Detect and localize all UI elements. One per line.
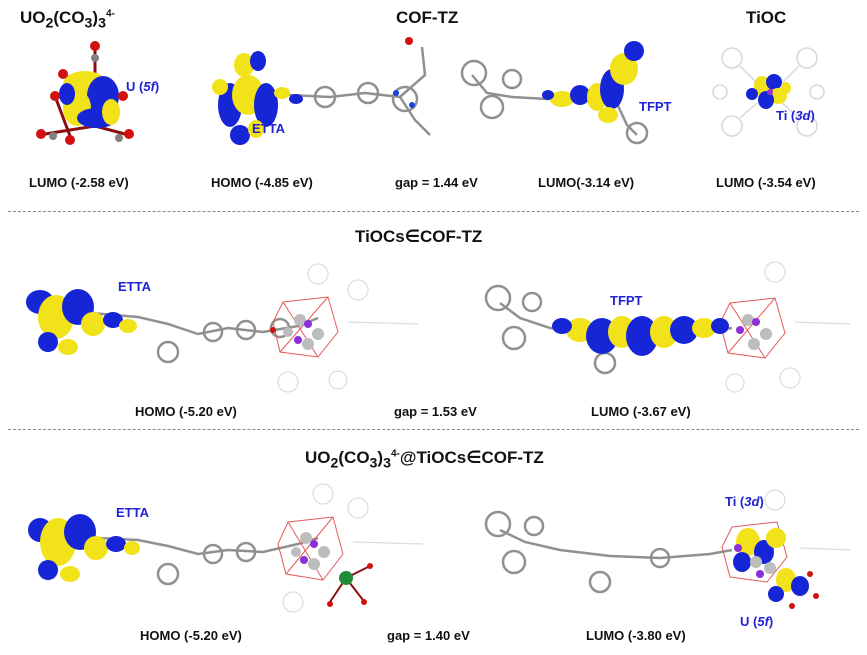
etta-label-top: ETTA <box>252 121 285 136</box>
uranyl-lumo-energy: LUMO (-2.58 eV) <box>29 175 129 190</box>
cof-tz-homo-orbital <box>212 37 431 145</box>
tiocs-cof-lumo-orbital <box>484 261 851 393</box>
uranyl-carbonate-lumo-orbital <box>36 41 134 145</box>
uranium-5f-label-bottom: U (5f) <box>740 614 774 629</box>
bottom-gap-value: gap = 1.40 eV <box>387 628 470 643</box>
middle-lumo-energy: LUMO (-3.67 eV) <box>591 404 691 419</box>
uranyl-tiocs-cof-title: UO2(CO3)34-@TiOCs∈COF-TZ <box>305 448 544 472</box>
divider-top <box>8 211 859 212</box>
bottom-lumo-energy: LUMO (-3.80 eV) <box>586 628 686 643</box>
titanium-3d-label-bottom: Ti (3d) <box>725 494 764 509</box>
cof-tz-title: COF-TZ <box>396 8 459 27</box>
etta-label-bottom: ETTA <box>116 505 149 520</box>
divider-bottom <box>8 429 859 430</box>
cof-tz-lumo-orbital <box>460 41 649 145</box>
tfpt-label-middle: TFPT <box>610 293 643 308</box>
cof-lumo-energy: LUMO(-3.14 eV) <box>538 175 635 190</box>
tioc-lumo-energy: LUMO (-3.54 eV) <box>716 175 816 190</box>
uranium-5f-label: U (5f) <box>126 79 160 94</box>
tfpt-label-top: TFPT <box>639 99 672 114</box>
uranyl-carbonate-title: UO2(CO3)34- <box>20 8 115 32</box>
titanium-3d-label-top: Ti (3d) <box>776 108 815 123</box>
uranyl-tiocs-cof-lumo-orbital <box>484 489 851 609</box>
bottom-homo-energy: HOMO (-5.20 eV) <box>140 628 242 643</box>
cof-homo-energy: HOMO (-4.85 eV) <box>211 175 313 190</box>
middle-gap-value: gap = 1.53 eV <box>394 404 477 419</box>
tioc-title: TiOC <box>746 8 787 27</box>
uranyl-tiocs-cof-homo-orbital <box>28 483 424 613</box>
tioc-lumo-orbital <box>712 47 825 137</box>
middle-homo-energy: HOMO (-5.20 eV) <box>135 404 237 419</box>
cof-gap-value: gap = 1.44 eV <box>395 175 478 190</box>
tiocs-cof-title: TiOCs∈COF-TZ <box>355 227 483 246</box>
tiocs-cof-homo-orbital <box>26 263 419 393</box>
etta-label-middle: ETTA <box>118 279 151 294</box>
